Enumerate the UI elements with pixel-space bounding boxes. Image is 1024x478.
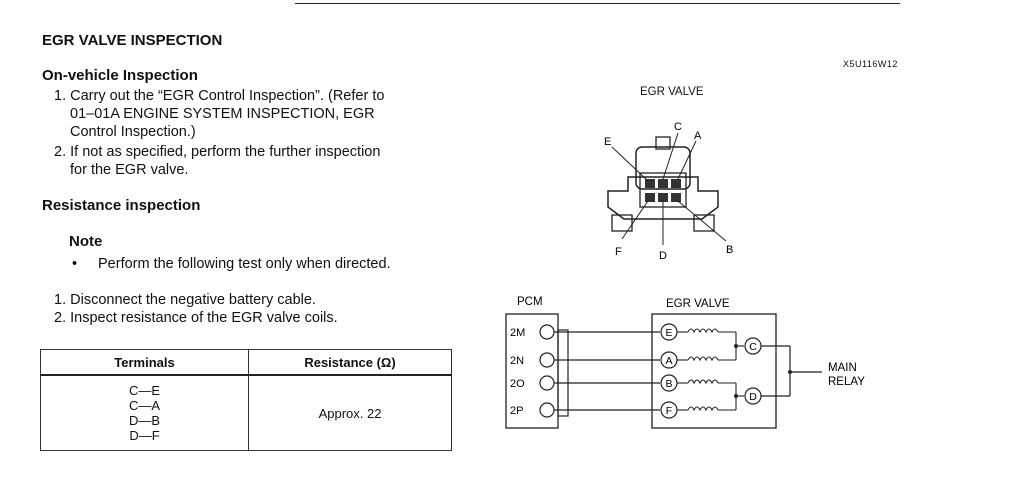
valve-box	[651, 313, 777, 429]
terminal-circle	[539, 324, 555, 340]
mount-foot-left	[611, 214, 633, 232]
coils	[677, 328, 744, 412]
pin-cells	[645, 179, 681, 202]
pin-label: B	[726, 244, 733, 256]
wiring-diagram: PCM EGR VALVE 2M 2N 2O 2P E A B F	[505, 296, 865, 429]
valve-label: EGR VALVE	[666, 298, 730, 310]
terminal-circle	[539, 402, 555, 418]
onvehicle-step-2: 2. If not as specified, perform the furt…	[54, 144, 381, 160]
top-rule	[295, 3, 900, 4]
coil-e	[687, 328, 719, 334]
coil-f	[687, 406, 719, 412]
connector-flange	[607, 176, 719, 220]
resistance-step-1: 1. Disconnect the negative battery cable…	[54, 292, 316, 308]
connector-diagram: E C A F D B	[604, 121, 733, 262]
pcm-terminal-label: 2N	[510, 355, 524, 367]
pin-cell	[658, 193, 668, 202]
pcm-terminal-label: 2M	[510, 327, 525, 339]
common-terminal-labels: C D	[749, 341, 757, 403]
pin-label: C	[674, 121, 682, 133]
terminal-circle	[539, 375, 555, 391]
col-resistance: Resistance (Ω)	[248, 349, 452, 376]
valve-terminal-label: E	[665, 327, 672, 339]
figure-code: X5U116W12	[843, 59, 898, 69]
mount-foot-right	[693, 214, 715, 232]
signal-wires	[554, 331, 660, 411]
valve-terminal-labels: E A B F	[665, 327, 672, 417]
pin-cell	[671, 179, 681, 188]
terminal-pair: C—E	[128, 383, 161, 398]
leader-lines	[611, 132, 727, 245]
terminal-circle	[539, 352, 555, 368]
connector-housing	[635, 146, 691, 190]
note-text: Perform the following test only when dir…	[98, 256, 391, 272]
onvehicle-step-1: 1. Carry out the “EGR Control Inspection…	[54, 88, 385, 104]
relay-label-2: RELAY	[828, 376, 865, 388]
resistance-step-2: 2. Inspect resistance of the EGR valve c…	[54, 310, 338, 326]
pcm-terminal-label: 2O	[510, 378, 525, 390]
coil-a	[687, 356, 719, 362]
pcm-circles	[539, 324, 555, 418]
connector-title: EGR VALVE	[640, 86, 704, 98]
terminal-pair: C—A	[128, 398, 161, 413]
col-terminals: Terminals	[40, 349, 249, 376]
resistance-table: Terminals Resistance (Ω) C—E C—A D—B D—F…	[40, 349, 452, 451]
coil-b	[687, 379, 719, 385]
pcm-terminals: 2M 2N 2O 2P	[510, 327, 525, 417]
table-row: C—E C—A D—B D—F Approx. 22	[40, 374, 452, 451]
pcm-connector	[557, 329, 569, 417]
pcm-terminal-label: 2P	[510, 405, 523, 417]
note-bullet: •	[72, 256, 78, 272]
onvehicle-step-1-cont-1: 01–01A ENGINE SYSTEM INSPECTION, EGR	[70, 106, 375, 122]
onvehicle-step-2-cont: for the EGR valve.	[70, 162, 189, 178]
page-title: EGR VALVE INSPECTION	[42, 32, 223, 49]
resistance-value: Approx. 22	[248, 374, 452, 451]
pin-label: D	[659, 250, 667, 262]
connector-latch	[655, 136, 671, 150]
valve-terminal-label: F	[666, 405, 672, 417]
terminal-pair: D—F	[129, 428, 160, 443]
valve-terminal-label: B	[665, 378, 672, 390]
terminals-cell: C—E C—A D—B D—F	[40, 374, 249, 451]
pin-label: F	[615, 246, 622, 258]
terminal-pair: D—B	[128, 413, 161, 428]
valve-terminal-label: A	[665, 355, 672, 367]
relay-label-1: MAIN	[828, 362, 857, 374]
pin-cell	[645, 179, 655, 188]
pin-cell	[645, 193, 655, 202]
relay-wires	[761, 345, 822, 397]
onvehicle-heading: On-vehicle Inspection	[42, 67, 198, 84]
pcm-label: PCM	[517, 296, 543, 308]
pin-cell	[671, 193, 681, 202]
pin-cell	[658, 179, 668, 188]
common-terminal-label: D	[749, 391, 757, 403]
junction-dots	[734, 344, 792, 398]
pin-label: A	[694, 130, 702, 142]
pin-label: E	[604, 136, 611, 148]
resistance-heading: Resistance inspection	[42, 197, 201, 214]
note-heading: Note	[69, 233, 103, 250]
common-terminal-label: C	[749, 341, 757, 353]
onvehicle-step-1-cont-2: Control Inspection.)	[70, 124, 196, 140]
table-header-row: Terminals Resistance (Ω)	[40, 349, 452, 376]
